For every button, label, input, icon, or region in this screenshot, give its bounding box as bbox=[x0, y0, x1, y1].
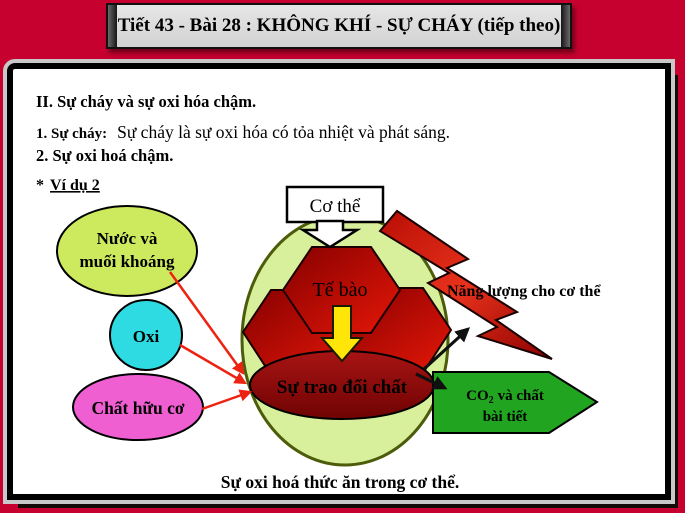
diagram-caption: Sự oxi hoá thức ăn trong cơ thể. bbox=[221, 472, 459, 492]
black-arrow-energy bbox=[422, 327, 471, 371]
cell-hexagon-center bbox=[281, 246, 402, 334]
item2-heading: 2. Sự oxi hoá chậm. bbox=[36, 146, 173, 165]
oxygen-ellipse bbox=[109, 299, 183, 371]
diagram-canvas: II. Sự cháy và sự oxi hóa chậm. 1. Sự ch… bbox=[36, 92, 601, 492]
oxygen-label: Oxi bbox=[133, 327, 160, 346]
metabolism-label: Sự trao đổi chất bbox=[277, 377, 408, 398]
water-label-line2: muối khoáng bbox=[80, 252, 175, 271]
section-heading: II. Sự cháy và sự oxi hóa chậm. bbox=[36, 92, 256, 111]
energy-label: Năng lượng cho cơ thể bbox=[447, 283, 601, 300]
red-arrow-organic bbox=[201, 389, 253, 411]
body-box-down-arrow-icon bbox=[298, 219, 362, 249]
cell-label: Tế bào bbox=[313, 279, 368, 301]
example-label: *Ví dụ 2 bbox=[36, 177, 100, 194]
slide-title-bar: Tiết 43 - Bài 28 : KHÔNG KHÍ - SỰ CHÁY (… bbox=[106, 3, 572, 49]
excretion-label-line2: bài tiết bbox=[483, 409, 528, 425]
slide-panel: II. Sự cháy và sự oxi hóa chậm. 1. Sự ch… bbox=[3, 59, 675, 504]
red-arrow-oxygen bbox=[179, 343, 248, 385]
definition-line: 1. Sự cháy:Sự cháy là sự oxi hóa có tỏa … bbox=[36, 122, 450, 142]
slide-title: Tiết 43 - Bài 28 : KHÔNG KHÍ - SỰ CHÁY (… bbox=[117, 15, 561, 36]
organic-label: Chất hữu cơ bbox=[91, 398, 184, 418]
water-ellipse bbox=[56, 205, 198, 297]
black-arrow-excretion bbox=[415, 372, 448, 390]
water-label-line1: Nước và bbox=[97, 229, 158, 248]
red-arrow-water bbox=[168, 271, 245, 375]
title-bar-left-cap bbox=[108, 5, 117, 47]
excretion-arrow-shape bbox=[432, 371, 599, 434]
organic-ellipse bbox=[72, 373, 204, 441]
body-box-label: Cơ thể bbox=[310, 196, 361, 217]
yellow-down-arrow-icon bbox=[319, 305, 365, 363]
energy-bolt bbox=[378, 209, 553, 360]
title-bar-right-cap bbox=[561, 5, 570, 47]
